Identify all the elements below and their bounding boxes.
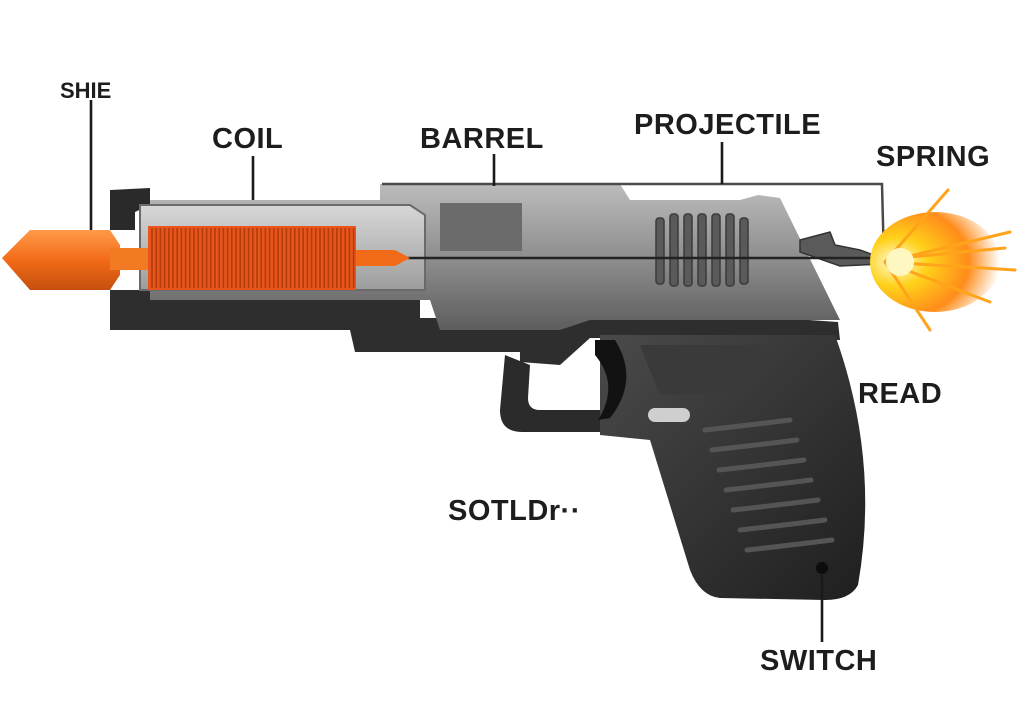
label-barrel: BARREL xyxy=(420,123,544,155)
label-read: READ xyxy=(858,378,942,410)
label-coil: COIL xyxy=(212,123,283,155)
front-sight xyxy=(799,231,883,267)
label-middle: SOTLDr·· xyxy=(448,495,581,527)
label-top-left: SHIE xyxy=(60,78,111,103)
label-projectile: PROJECTILE xyxy=(634,109,821,141)
spring-coils xyxy=(655,213,749,287)
barrel-window xyxy=(440,203,522,251)
labels: SHIE COIL BARREL PROJECTILE SPRING READ … xyxy=(60,78,990,677)
coil-icon xyxy=(148,226,410,290)
safety-slot xyxy=(648,408,690,422)
label-switch: SWITCH xyxy=(760,645,877,677)
grip-screw xyxy=(816,562,828,574)
grip-texture xyxy=(702,417,835,553)
rear-block xyxy=(110,188,150,230)
trigger xyxy=(595,340,627,420)
grip-panel xyxy=(640,345,764,395)
muzzle-flash-icon xyxy=(870,188,1017,332)
label-spring: SPRING xyxy=(876,141,990,173)
projectile-tip-icon xyxy=(2,230,150,290)
leader-lines xyxy=(89,100,824,642)
